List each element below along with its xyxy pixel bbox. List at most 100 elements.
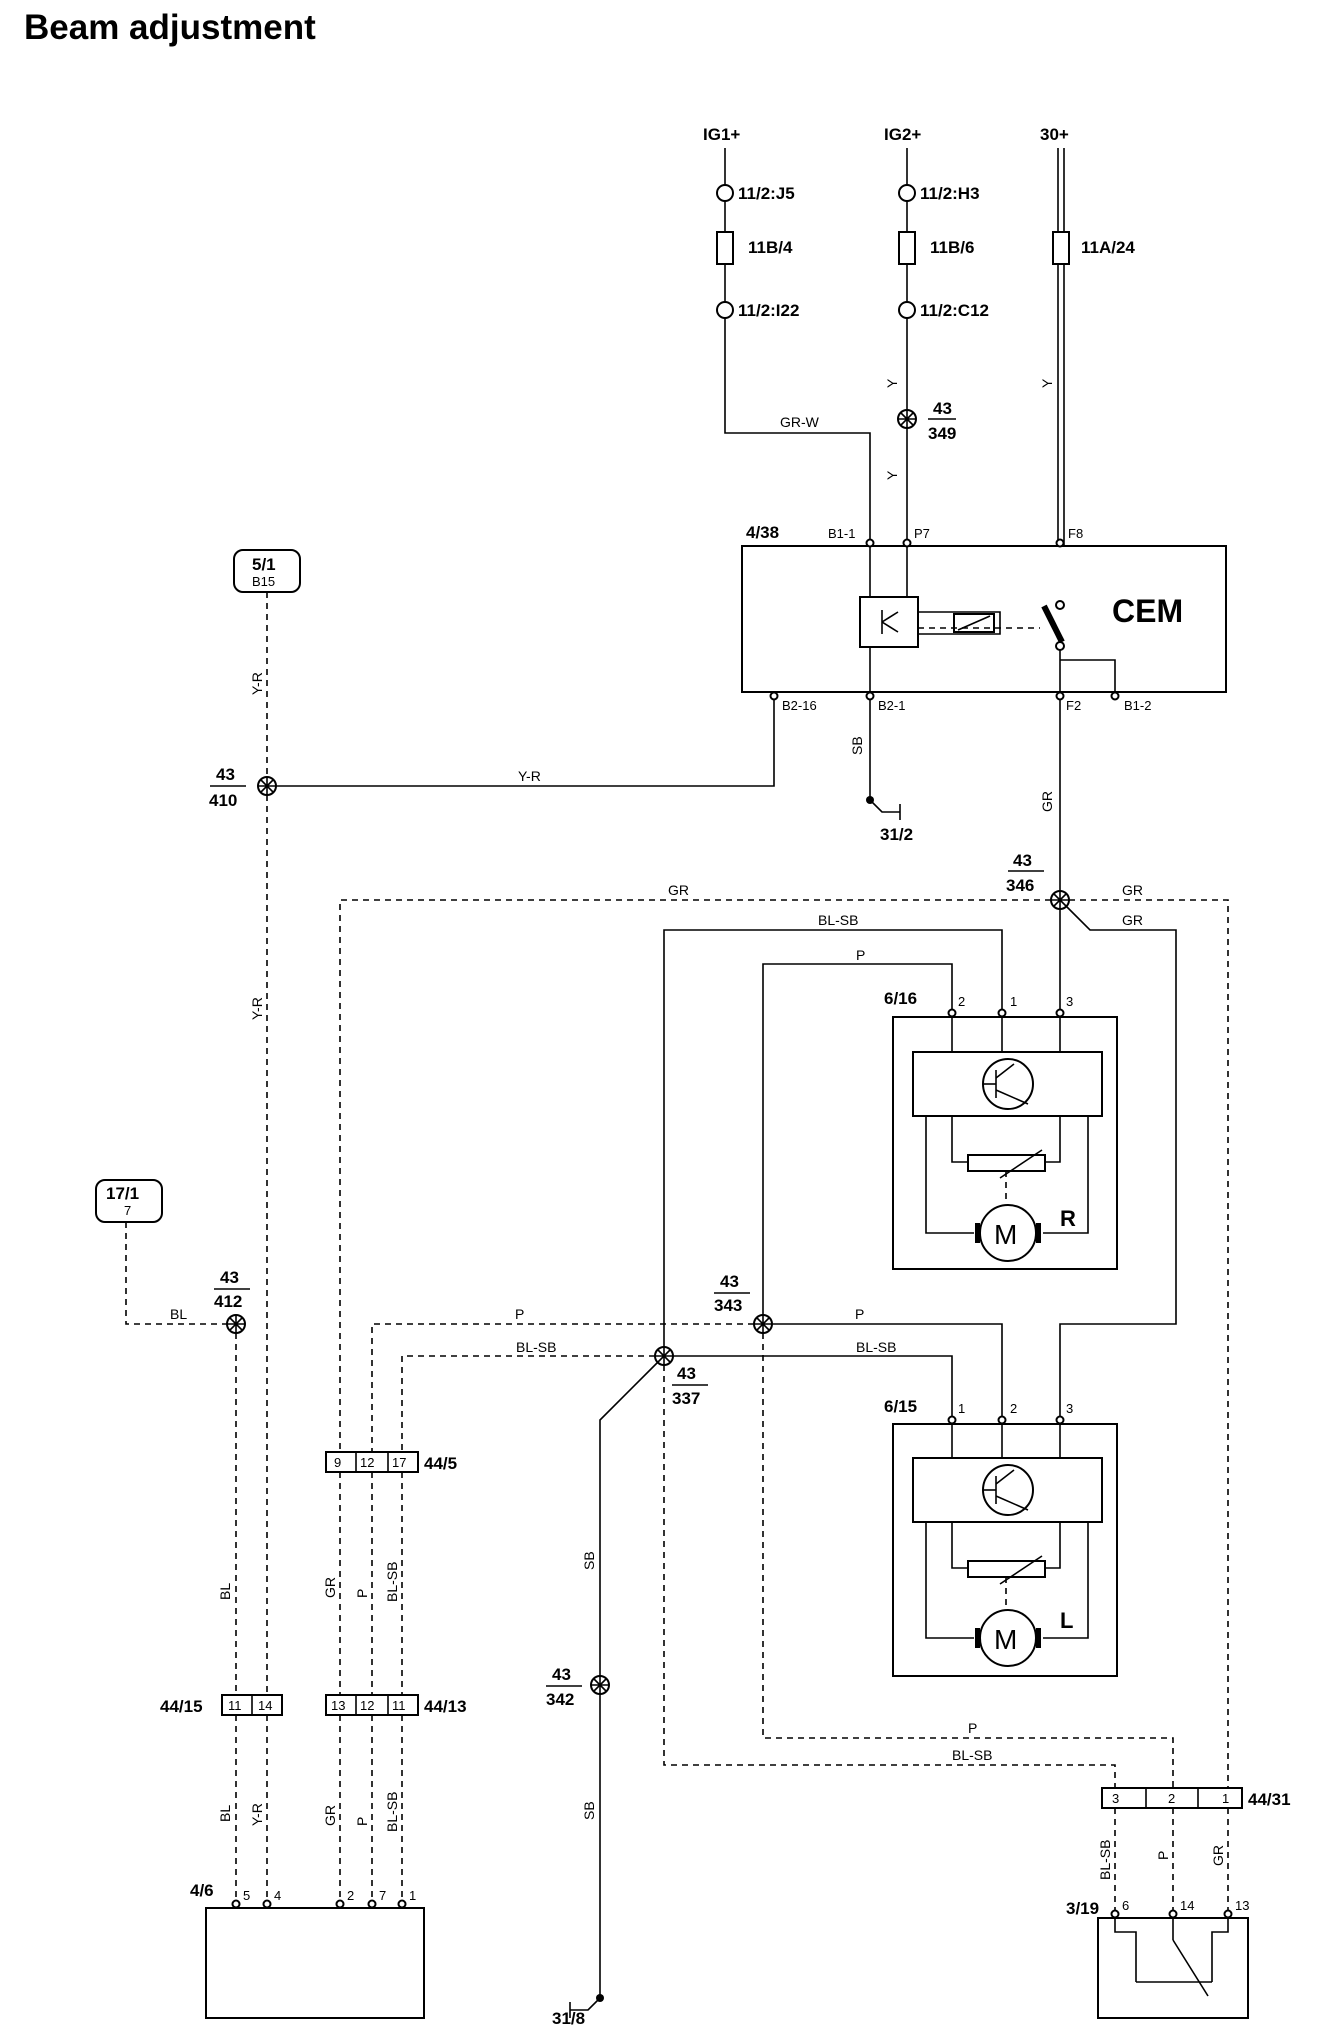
wire-label-gr-5: GR xyxy=(322,1577,338,1598)
supply-ig2: IG2+ 11/2:H3 11B/6 11/2:C12 Y 43 349 Y xyxy=(884,125,989,540)
fuse-11b6-label: 11B/6 xyxy=(930,238,974,257)
splice-410-num: 43 xyxy=(216,765,235,784)
wire-label-y-1: Y xyxy=(884,378,900,388)
strip-44-31: 3 2 1 44/31 xyxy=(1101,1787,1291,1809)
strip-44-15-id: 44/15 xyxy=(160,1697,203,1716)
actuator-left-side: L xyxy=(1060,1608,1073,1633)
ig2-label: IG2+ xyxy=(884,125,921,144)
wire-label-gr-6: GR xyxy=(322,1805,338,1826)
wire-label-blsb-6: BL-SB xyxy=(384,1792,400,1832)
module-4-6-pin-2: 2 xyxy=(347,1888,354,1903)
actuator-right-pin-2: 2 xyxy=(958,994,965,1009)
wire-label-yr-2: Y-R xyxy=(518,768,541,784)
strip-44-15-pin-11: 11 xyxy=(228,1698,242,1713)
wire-label-grw: GR-W xyxy=(780,414,820,430)
actuator-right-motor-label: M xyxy=(994,1219,1017,1250)
module-3-19-pin-6: 6 xyxy=(1122,1898,1129,1913)
wire-label-blsb-4: BL-SB xyxy=(952,1747,992,1763)
splice-342-num: 43 xyxy=(552,1665,571,1684)
actuator-left-pin-3: 3 xyxy=(1066,1401,1073,1416)
actuator-left-motor-label: M xyxy=(994,1624,1017,1655)
strip-44-5-pin-9: 9 xyxy=(334,1455,341,1470)
wire-label-gr-7: GR xyxy=(1210,1845,1226,1866)
module-4-6-pin-4: 4 xyxy=(274,1888,281,1903)
splice-343-id: 343 xyxy=(714,1296,742,1315)
wire-label-gr-2: GR xyxy=(668,882,689,898)
wire-label-sb-3: SB xyxy=(581,1801,597,1820)
cem-id: 4/38 xyxy=(746,523,779,542)
splice-337-num: 43 xyxy=(677,1364,696,1383)
wire-label-blsb-2: BL-SB xyxy=(516,1339,556,1355)
splice-337-id: 337 xyxy=(672,1389,700,1408)
page-title: Beam adjustment xyxy=(24,8,316,47)
strip-44-5-pin-17: 17 xyxy=(392,1455,406,1470)
cem-pin-b2-16: B2-16 xyxy=(782,698,817,713)
splice-343-num: 43 xyxy=(720,1272,739,1291)
connector-c12-label: 11/2:C12 xyxy=(920,301,989,320)
splice-342-id: 342 xyxy=(546,1690,574,1709)
splice-346-num: 43 xyxy=(1013,851,1032,870)
splice-342-icon xyxy=(590,1675,610,1695)
cem-transistor-icon xyxy=(859,596,919,648)
wire-label-yr-4: Y-R xyxy=(249,1803,265,1826)
fuse-11a24-icon xyxy=(1052,231,1070,265)
wire-label-blsb-5: BL-SB xyxy=(384,1562,400,1602)
strip-44-15-pin-14: 14 xyxy=(258,1698,272,1713)
strip-44-31-box xyxy=(1101,1787,1243,1809)
plug-5-1-pin: B15 xyxy=(252,574,275,589)
cem-pin-b2-1: B2-1 xyxy=(878,698,905,713)
cem-label: CEM xyxy=(1112,593,1183,629)
wire-label-yr-1: Y-R xyxy=(249,672,265,695)
actuator-left: 6/15 1 2 3 M L xyxy=(884,1397,1118,1677)
actuator-left-pin-1: 1 xyxy=(958,1401,965,1416)
actuator-right-id: 6/16 xyxy=(884,989,917,1008)
cem-switch-icon xyxy=(1041,604,1065,644)
splice-346-id: 346 xyxy=(1006,876,1034,895)
splice-349-icon xyxy=(897,409,917,429)
wire-label-p-2: P xyxy=(515,1306,524,1322)
module-4-6-pin-1: 1 xyxy=(409,1888,416,1903)
module-3-19-id: 3/19 xyxy=(1066,1899,1099,1918)
module-4-6: 4/6 5 4 2 7 1 xyxy=(190,1881,425,2019)
strip-44-13-id: 44/13 xyxy=(424,1697,467,1716)
connector-c12-icon xyxy=(898,301,916,319)
strip-44-13-pin-13: 13 xyxy=(331,1698,345,1713)
wire-label-p-4: P xyxy=(968,1720,977,1736)
module-3-19: 3/19 6 14 13 xyxy=(1066,1898,1249,2019)
strip-44-31-pin-1: 1 xyxy=(1222,1791,1229,1806)
ground-31-2: SB 31/2 xyxy=(849,700,913,844)
strip-44-5: 9 12 17 44/5 xyxy=(325,1451,457,1473)
splice-410-icon xyxy=(257,776,277,796)
connector-h3-icon xyxy=(898,184,916,202)
wire-label-gr-4: GR xyxy=(1122,912,1143,928)
splice-412-icon xyxy=(226,1314,246,1334)
strip-44-31-id: 44/31 xyxy=(1248,1790,1291,1809)
connector-i22-label: 11/2:I22 xyxy=(738,301,799,320)
wire-label-sb-2: SB xyxy=(581,1551,597,1570)
strip-44-5-id: 44/5 xyxy=(424,1454,457,1473)
splice-412-id: 412 xyxy=(214,1292,242,1311)
plug-17-1-pin: 7 xyxy=(124,1203,131,1218)
wire-label-sb-1: SB xyxy=(849,736,865,755)
wire-label-p-5: P xyxy=(354,1589,370,1598)
module-4-6-id: 4/6 xyxy=(190,1881,214,1900)
strip-44-31-pin-3: 3 xyxy=(1112,1791,1119,1806)
strip-44-13-pin-12: 12 xyxy=(360,1698,374,1713)
b30-label: 30+ xyxy=(1040,125,1069,144)
module-4-6-pin-7: 7 xyxy=(379,1888,386,1903)
splice-349-id: 349 xyxy=(928,424,956,443)
plug-17-1-id: 17/1 xyxy=(106,1184,139,1203)
actuator-right-potentiometer-icon xyxy=(967,1154,1046,1172)
wire-label-blsb-3: BL-SB xyxy=(856,1339,896,1355)
actuator-right-pin-3: 3 xyxy=(1066,994,1073,1009)
connector-j5-label: 11/2:J5 xyxy=(738,184,795,203)
cem-pin-p7: P7 xyxy=(914,526,930,541)
plug-5-1: 5/1 B15 xyxy=(233,549,301,593)
cem-pin-b1-1: B1-1 xyxy=(828,526,855,541)
wire-label-p-3: P xyxy=(855,1306,864,1322)
connector-i22-icon xyxy=(716,301,734,319)
wire-label-blsb-1: BL-SB xyxy=(818,912,858,928)
actuator-right-pin-1: 1 xyxy=(1010,994,1017,1009)
fuse-11a24-label: 11A/24 xyxy=(1081,238,1135,257)
module-3-19-pin-14: 14 xyxy=(1180,1898,1194,1913)
